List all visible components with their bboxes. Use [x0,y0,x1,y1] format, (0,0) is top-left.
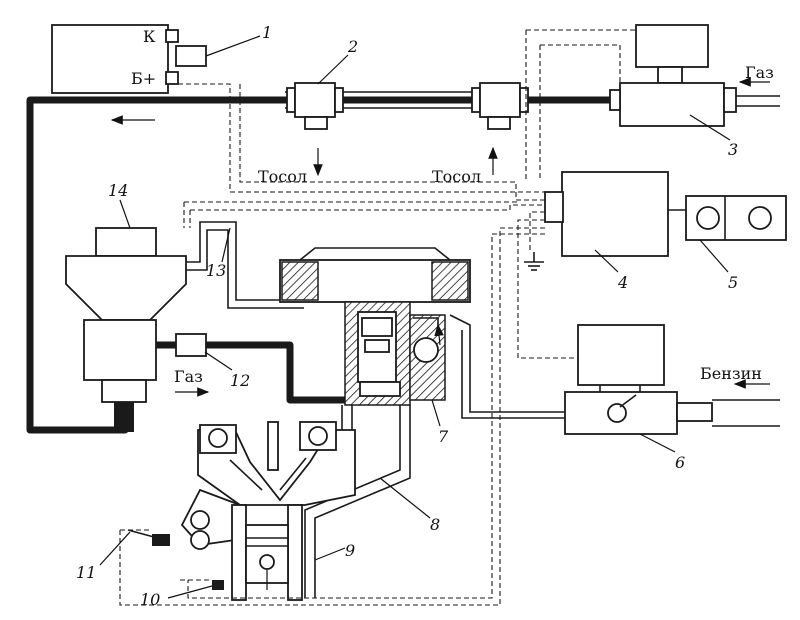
coolant-out-label: Тосол [258,167,307,186]
gas-shutoff-valve-3: Газ [609,24,780,127]
callout-1: 1 [262,23,272,42]
callout-12: 12 [230,371,250,390]
ground-symbol [524,252,544,271]
coolant-heater-2: Тосол Тосол [258,82,529,186]
sensor-11 [127,529,170,546]
callout-10: 10 [140,590,160,609]
callout-3: 3 [728,140,738,159]
engine-cylinder [180,421,356,601]
control-relay-unit: К Б+ [51,24,207,94]
callout-13: 13 [206,261,226,280]
petrol-valve-6: Бензин [449,314,780,435]
terminal-b-plus-label: Б+ [131,69,156,88]
gas-line-13 [186,221,304,309]
callout-9: 9 [345,541,355,560]
switch-panel-5 [685,195,787,241]
callout-11: 11 [76,563,96,582]
callout-numbers: 1 2 3 4 5 6 7 8 9 10 11 12 13 14 [76,23,738,609]
reducer-evaporator-14 [65,227,187,432]
gas-flow-label: Газ [174,367,203,386]
callout-4: 4 [617,273,628,292]
callout-2: 2 [347,37,358,56]
petrol-inlet-label: Бензин [700,364,762,383]
gas-inlet-label: Газ [745,63,774,82]
gas-valve-12: Газ [156,333,345,404]
callout-6: 6 [675,453,685,472]
control-unit-4 [544,171,686,257]
callout-14: 14 [108,181,128,200]
carburetor-7 [344,301,446,406]
electrical-wiring [119,29,636,606]
callout-8: 8 [430,515,440,534]
air-filter [279,247,471,303]
callout-5: 5 [728,273,738,292]
coolant-in-label: Тосол [432,167,481,186]
sensor-10 [212,580,224,590]
callout-7: 7 [438,427,449,446]
callout-leaders [99,35,731,599]
terminal-k-label: К [143,27,156,46]
